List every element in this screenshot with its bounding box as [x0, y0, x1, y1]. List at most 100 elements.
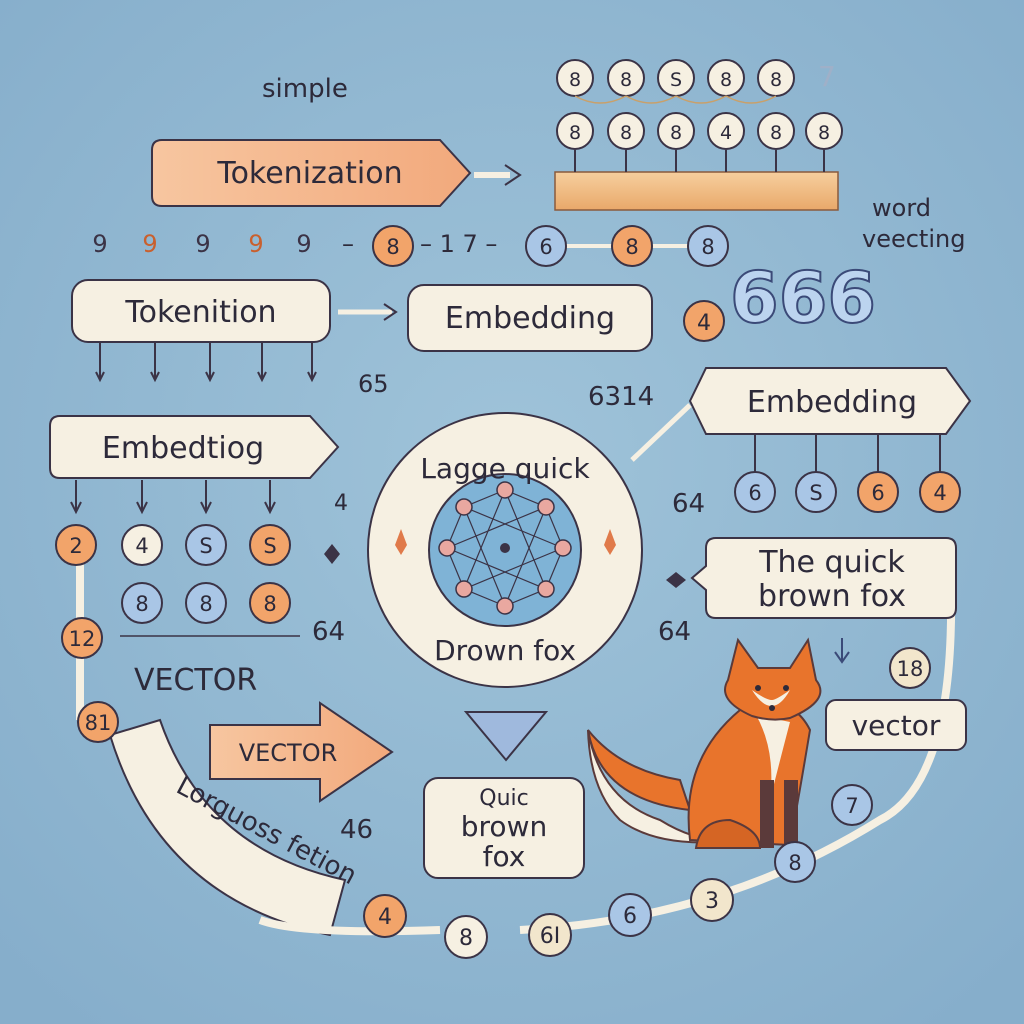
- left-row1-token-3: S: [249, 524, 291, 566]
- top-grid-row2-node-3: 4: [707, 112, 745, 150]
- node-4-small-label: 4: [697, 311, 711, 336]
- chain-token-0-label: 8: [386, 235, 399, 259]
- embedding-mid-box: Embedding: [407, 284, 653, 352]
- network-node-4: [496, 597, 514, 615]
- quick-brown-fox-box: The quick brown fox: [690, 537, 957, 619]
- neural-network-icon: [438, 481, 572, 615]
- tokenition-tick-head-3: [257, 371, 267, 383]
- left-stem-head-3: [264, 501, 276, 515]
- fox-leg-back: [784, 780, 798, 848]
- chain-token-2-label: 8: [625, 235, 638, 259]
- top-grid-row1-node-2: S: [657, 59, 695, 97]
- left-row2-token-0-label: 8: [135, 592, 148, 616]
- bottom-curve: [258, 916, 441, 936]
- left-row1-token-2-label: S: [199, 534, 212, 558]
- right-chain-node-0: 18: [889, 647, 931, 689]
- left-stem-head-0: [70, 501, 82, 515]
- embedding-right-box: Embedding: [688, 367, 972, 435]
- left-stem-head-2: [200, 501, 212, 515]
- quick-line1: The quick: [758, 545, 905, 580]
- loose-token-2: 9: [195, 230, 210, 258]
- circle-top-label: Lagge quick: [420, 452, 590, 485]
- top-grid-row1-node-0-label: 8: [569, 69, 581, 91]
- word-label: word: [872, 194, 931, 222]
- right-chain-node-0-label: 18: [897, 657, 924, 681]
- chain-token-3-label: 8: [701, 235, 714, 259]
- chain-token-1-label: 6: [539, 235, 552, 259]
- network-node-6: [438, 539, 456, 557]
- chain-token-row: 8 6 8 8: [372, 225, 729, 267]
- embedtiog-box: Embedtiog: [49, 415, 340, 479]
- chain-token-0: 8: [372, 225, 414, 267]
- left-chain-node-1-label: 81: [85, 711, 112, 735]
- sequence-17: – 1 7 –: [420, 230, 497, 258]
- top-grid-row2-node-4: 8: [757, 112, 795, 150]
- network-node-7: [455, 498, 473, 516]
- chain-token-3: 8: [687, 225, 729, 267]
- bottom-line2: brown: [461, 810, 547, 843]
- arrow-down-to-vector: [834, 638, 850, 664]
- band-shape: [108, 718, 347, 937]
- top-grid-row2-node-2-label: 8: [670, 122, 682, 144]
- fox-chest: [756, 715, 790, 800]
- number-4: 4: [334, 491, 348, 516]
- tokenition-tick-head-0: [95, 371, 105, 383]
- top-grid-row2-node-3-label: 4: [720, 122, 732, 144]
- top-grid-row1-node-3: 8: [707, 59, 745, 97]
- vector-arrow-label: VECTOR: [239, 739, 338, 767]
- right-token-1: S: [795, 471, 837, 513]
- left-row1-token-2: S: [185, 524, 227, 566]
- chain-token-2: 8: [611, 225, 653, 267]
- simple-label: simple: [262, 74, 348, 104]
- left-chain-node-1: 81: [77, 701, 119, 743]
- right-chain-node-2-label: 8: [788, 851, 801, 875]
- right-token-0: 6: [734, 471, 776, 513]
- circle-spark-right: [604, 529, 616, 555]
- top-grid-row1-node-1: 8: [607, 59, 645, 97]
- network-edge-3-6: [446, 547, 547, 590]
- number-64-left: 64: [312, 617, 345, 647]
- tokenition-label: Tokenition: [124, 295, 276, 330]
- diamond-left: [324, 544, 340, 564]
- fox-eye-left: [755, 685, 761, 691]
- network-edge-4-7: [463, 506, 506, 607]
- arrow-tokenition-to-embedding: [338, 303, 398, 321]
- top-grid-row2-node-5: 8: [805, 112, 843, 150]
- top-grid-row1-node-3-label: 8: [720, 69, 732, 91]
- embedding-link: [630, 403, 692, 462]
- fox-nose: [769, 705, 775, 711]
- top-grid-row2-node-1: 8: [607, 112, 645, 150]
- network-center: [500, 543, 510, 553]
- bottom-chain-node-2: 6I: [528, 913, 572, 957]
- right-token-2-label: 6: [871, 481, 884, 505]
- network-edge-1-4: [504, 506, 547, 607]
- bottom-chain-node-3: 6: [608, 893, 652, 937]
- number-65: 65: [358, 370, 389, 398]
- chain-token-1: 6: [525, 225, 567, 267]
- tokenition-tick-head-1: [150, 371, 160, 383]
- circle-spark-left: [395, 529, 407, 555]
- right-chain-node-2: 8: [774, 841, 816, 883]
- fox-muzzle: [752, 690, 790, 706]
- tokenization-label: Tokenization: [216, 156, 402, 191]
- top-grid-row2-node-2: 8: [657, 112, 695, 150]
- number-64-mid: 64: [658, 617, 691, 647]
- central-model-circle: Lagge quick Drown fox: [367, 412, 643, 688]
- top-grid-link-0: [574, 95, 627, 104]
- right-chain-node-1: 7: [831, 784, 873, 826]
- top-grid-row2-node-1-label: 8: [620, 122, 632, 144]
- top-grid-row2-node-0-label: 8: [569, 122, 581, 144]
- right-token-0-label: 6: [748, 481, 761, 505]
- left-row1-token-0-label: 2: [69, 534, 82, 558]
- fox-head: [724, 637, 822, 721]
- bottom-chain-node-2-label: 6I: [540, 924, 561, 949]
- top-grid-row2-node-4-label: 8: [770, 122, 782, 144]
- bottom-chain-node-1: 8: [444, 915, 488, 959]
- quic-brown-fox-box: Quic brown fox: [423, 777, 585, 879]
- left-stem-head-1: [136, 501, 148, 515]
- right-token-1-label: S: [809, 481, 822, 505]
- loose-token-1: 9: [142, 230, 157, 258]
- circle-bottom-label: Drown fox: [434, 634, 576, 667]
- network-node-0: [496, 481, 514, 499]
